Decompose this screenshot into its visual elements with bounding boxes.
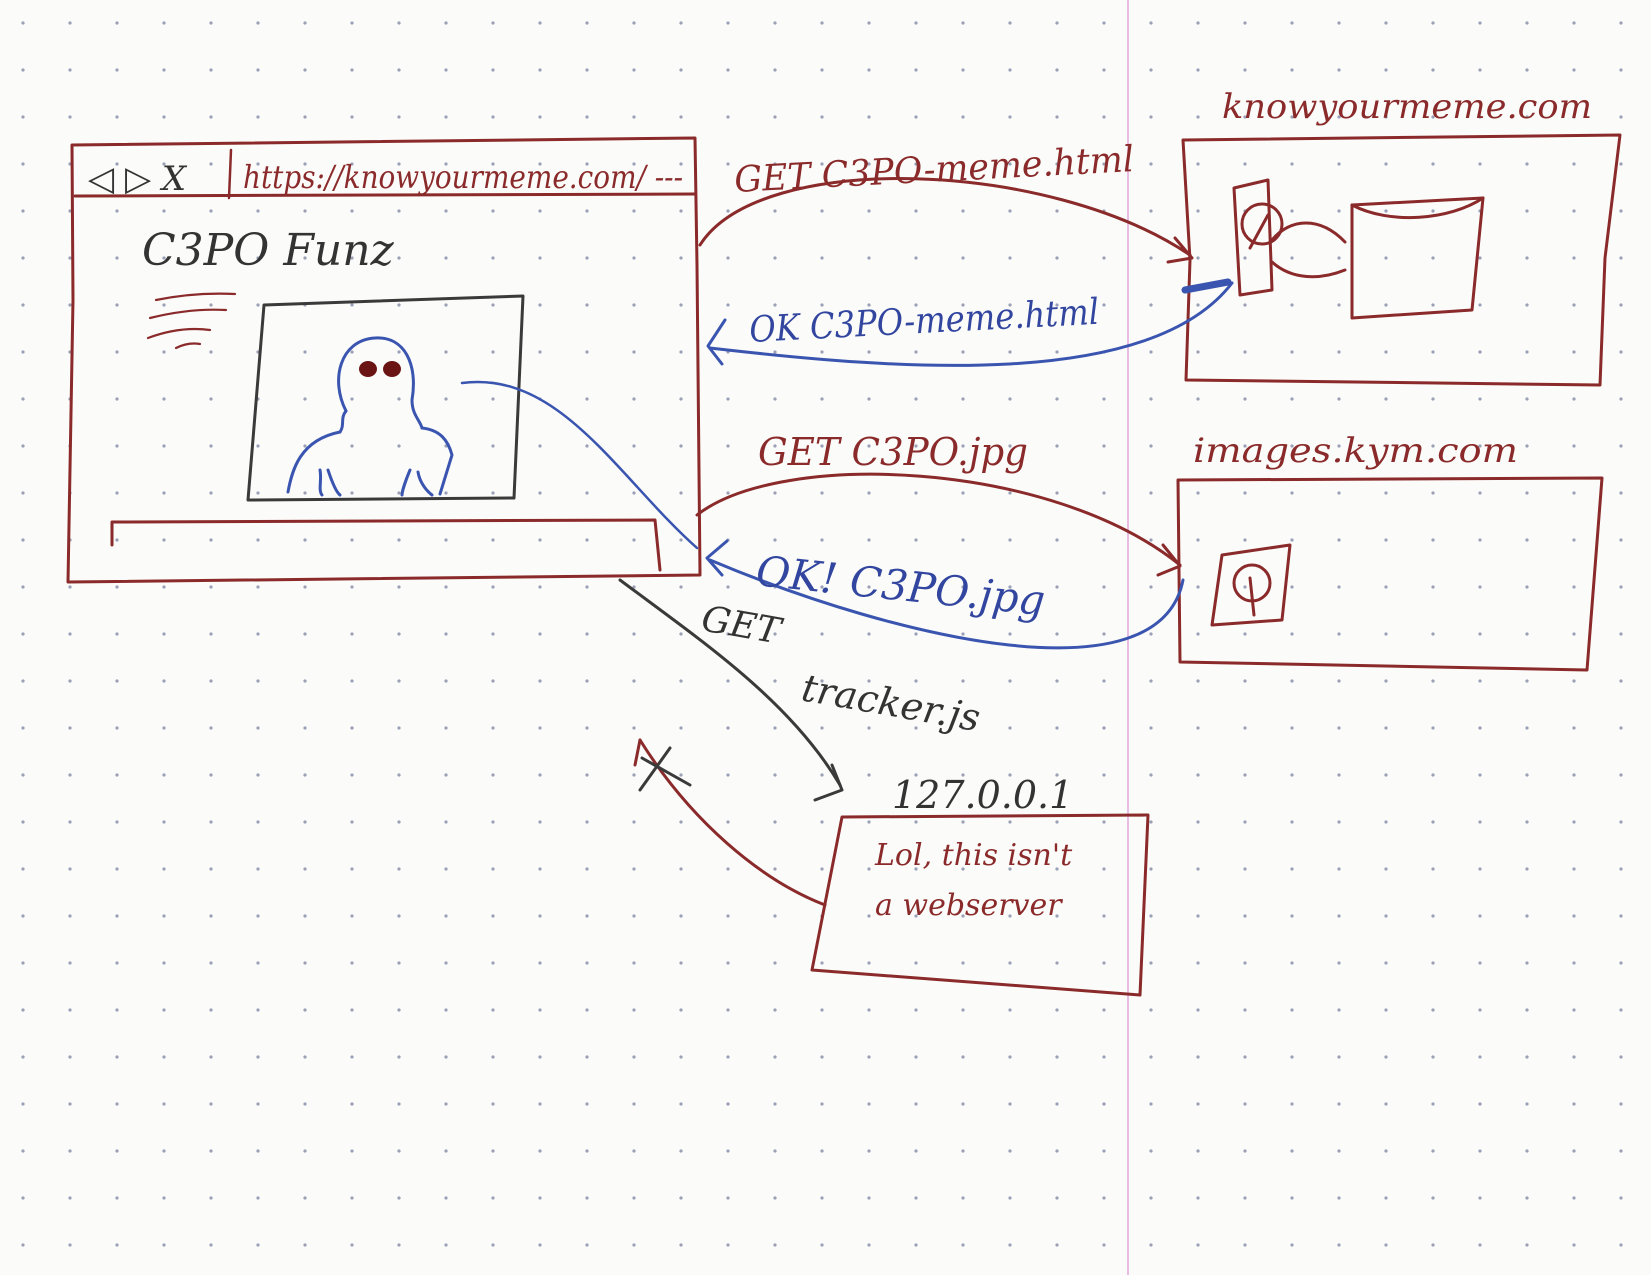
arrow-get-tracker-head	[813, 763, 844, 802]
arrow-ok-html-start	[1181, 278, 1232, 294]
arrow-ok-jpg	[708, 558, 1185, 650]
kym-server	[1181, 133, 1622, 387]
localhost-note-line2: a webserver	[875, 888, 1063, 923]
arrow-get-html	[698, 177, 1192, 257]
arrows	[460, 177, 1234, 907]
kym-link-arrow-top	[1270, 221, 1347, 244]
localhost-server	[810, 813, 1150, 997]
images-server	[1176, 476, 1604, 672]
kym-database-top	[1350, 196, 1485, 220]
kym-webserver-icon	[1232, 178, 1274, 297]
c3po-left-eye	[359, 361, 377, 377]
browser-nav-controls: ◁ ▷ X	[88, 159, 188, 199]
kym-link-arrow-bottom	[1270, 260, 1347, 279]
arrow-get-tracker	[618, 578, 842, 787]
body-text-scribble	[146, 292, 237, 350]
arrow-get-html-head	[1166, 236, 1194, 264]
kym-webserver-knob	[1240, 202, 1284, 246]
browser-url: https://knowyourmeme.com/ ---	[243, 158, 683, 196]
arrow-ok-jpg-head	[705, 539, 729, 577]
browser-page-title: C3PO Funz	[142, 225, 395, 276]
embedded-image-frame	[246, 294, 525, 502]
arrow-ok-html-head	[706, 318, 727, 366]
images-server-box	[1176, 476, 1604, 672]
c3po-figure	[286, 336, 454, 497]
kym-server-label: knowyourmeme.com	[1222, 87, 1592, 127]
label-get-jpg: GET C3PO.jpg	[758, 430, 1028, 474]
kym-server-box	[1181, 133, 1622, 387]
c3po-right-eye	[383, 361, 401, 377]
images-server-label: images.kym.com	[1193, 431, 1518, 471]
kym-webserver-knob-line	[1248, 213, 1270, 250]
images-image-line	[1248, 576, 1256, 617]
arrow-ok-html	[708, 281, 1234, 367]
arrow-failed-response-head	[633, 738, 642, 767]
url-bar-divider	[227, 148, 233, 200]
browser-window	[66, 136, 702, 584]
arrow-get-jpg	[695, 472, 1182, 567]
browser-toolbar-divider	[73, 192, 697, 198]
image-source-link	[460, 380, 699, 550]
arrow-get-jpg-head	[1156, 543, 1182, 577]
kym-database-box	[1350, 196, 1485, 320]
localhost-box	[810, 813, 1150, 997]
localhost-note-line1: Lol, this isn't	[874, 838, 1073, 873]
browser-status-bar	[110, 518, 662, 572]
localhost-label: 127.0.0.1	[892, 773, 1073, 817]
images-image-icon	[1210, 543, 1292, 627]
failed-x-mark	[638, 746, 692, 792]
browser-frame	[66, 136, 702, 584]
